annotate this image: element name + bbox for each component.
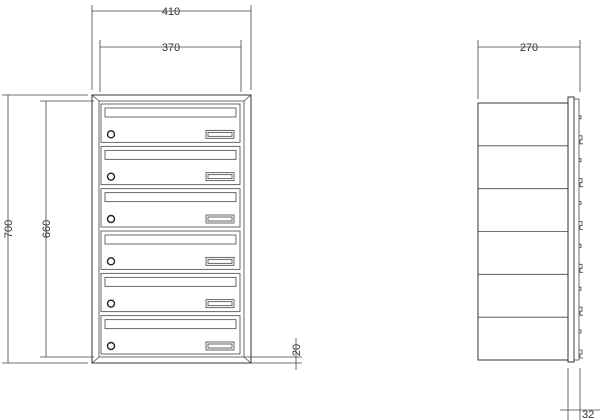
hinge-profile: [579, 243, 582, 248]
mailbox-door: [100, 230, 241, 270]
side-compartment-lines: [478, 145, 568, 318]
dimension-label-660: 660: [41, 220, 53, 238]
mailbox-door: [100, 272, 241, 313]
mail-slot: [104, 319, 237, 330]
lock-profile: [579, 263, 583, 273]
dimension-label-700: 700: [3, 220, 15, 238]
dimension-depth: 270: [477, 40, 581, 99]
lock-profile: [579, 135, 583, 145]
mailbox-unit-outer-frame: [91, 94, 252, 364]
mailbox-door: [100, 188, 241, 228]
dimension-label-32: 32: [582, 409, 594, 420]
dimension-label-410: 410: [162, 6, 180, 18]
mailbox-door: [100, 145, 241, 186]
lock-icon: [106, 214, 116, 224]
side-view-front-flange: [573, 98, 580, 361]
name-plate: [205, 341, 235, 351]
mail-slot: [104, 192, 237, 203]
mailbox-door: [100, 103, 241, 143]
mail-slot: [104, 107, 237, 118]
dimension-bottom-offset: 20: [244, 338, 303, 370]
hinge-profile: [579, 286, 582, 291]
lock-icon: [106, 341, 116, 351]
dimension-label-270: 270: [520, 42, 538, 54]
lock-icon: [106, 299, 116, 308]
name-plate: [205, 214, 235, 224]
dimension-label-20: 20: [291, 344, 303, 356]
lock-profile: [579, 306, 583, 316]
lock-icon: [106, 130, 116, 139]
mail-slot: [104, 276, 237, 287]
dimension-inner-height: 660: [40, 100, 94, 358]
lock-profile: [579, 221, 583, 230]
name-plate: [205, 299, 235, 309]
mailbox-door: [100, 315, 241, 355]
frame-bevel-lines: [91, 94, 252, 364]
lock-profile: [579, 349, 583, 359]
mailbox-unit-inner-frame: [98, 100, 245, 358]
hinge-profile: [579, 115, 582, 120]
dimension-inner-width: 370: [99, 40, 242, 92]
dimension-outer-width: 410: [91, 5, 252, 90]
name-plate: [205, 256, 235, 266]
name-plate: [205, 129, 235, 139]
lock-icon: [106, 257, 116, 266]
front-view: [91, 94, 252, 364]
hinge-profile: [579, 158, 582, 163]
lock-icon: [106, 172, 116, 181]
dimension-frame-depth: 32: [560, 368, 600, 420]
hinge-profile: [579, 329, 582, 334]
name-plate: [205, 172, 235, 182]
lock-profile: [579, 178, 583, 188]
mail-slot: [104, 149, 237, 160]
hinge-profile: [579, 201, 582, 205]
dimension-label-370: 370: [162, 42, 180, 54]
mailbox-doors: [100, 103, 241, 355]
side-view-front-frame: [567, 96, 575, 363]
side-view: [477, 96, 583, 363]
dimension-outer-height: 700: [2, 94, 88, 364]
mail-slot: [104, 234, 237, 245]
side-view-lock-profiles: [579, 115, 583, 359]
